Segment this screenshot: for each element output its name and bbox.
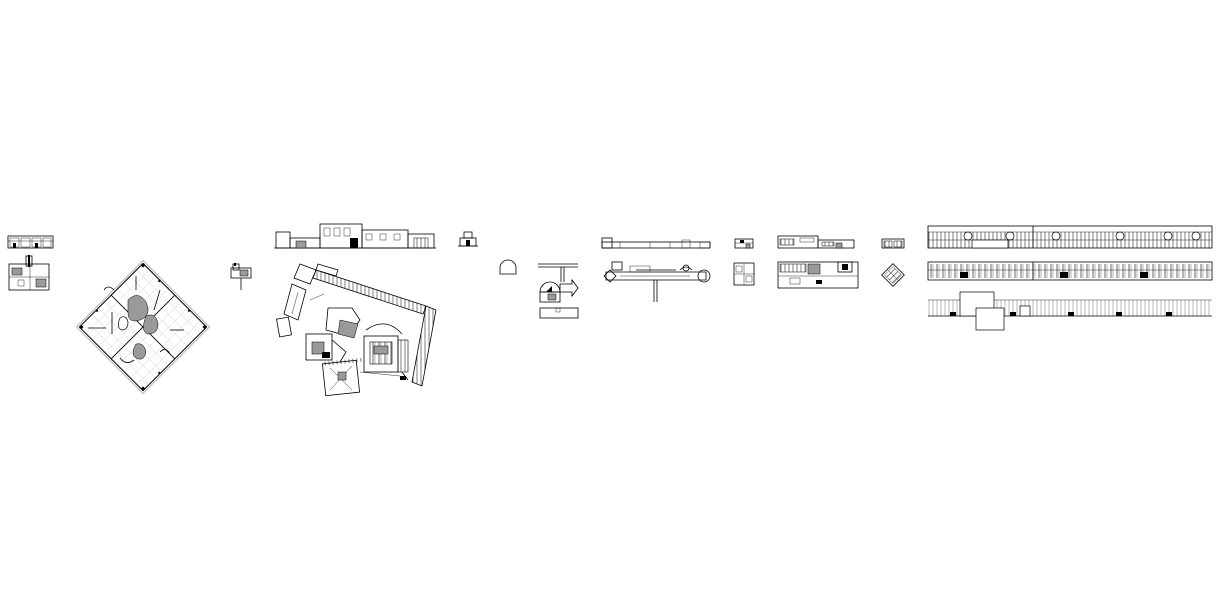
drawing-group-7 <box>601 237 711 302</box>
diamond-plan <box>76 260 210 394</box>
plan-8 <box>733 262 755 286</box>
drawing-group-9 <box>777 235 859 289</box>
drawing-group-2 <box>76 260 210 394</box>
elevation-5 <box>458 231 478 247</box>
drawing-group-11 <box>927 225 1213 331</box>
diamond-plan-small <box>881 263 905 287</box>
drawing-group-4 <box>274 223 437 397</box>
arch-shape <box>499 259 517 275</box>
facade-row-3 <box>928 291 1212 331</box>
drawing-group-6 <box>538 263 579 319</box>
elevation-4 <box>274 223 436 249</box>
plan-1 <box>8 255 50 291</box>
drawing-group-8 <box>733 238 755 286</box>
facade-row-1 <box>927 225 1213 249</box>
elevation-10 <box>881 238 905 249</box>
drawing-group-1 <box>7 235 54 291</box>
plan-4 <box>276 263 437 397</box>
drawing-group-10 <box>881 238 905 287</box>
elevation-7 <box>601 237 711 249</box>
plan-9 <box>777 261 859 289</box>
plan-7 <box>603 261 711 302</box>
elevation-1 <box>7 235 54 249</box>
facade-row-2 <box>927 261 1213 281</box>
drawing-group-5 <box>458 231 517 275</box>
drawing-group-3 <box>230 263 252 290</box>
elevation-8 <box>734 238 754 249</box>
elevation-9 <box>777 235 855 249</box>
